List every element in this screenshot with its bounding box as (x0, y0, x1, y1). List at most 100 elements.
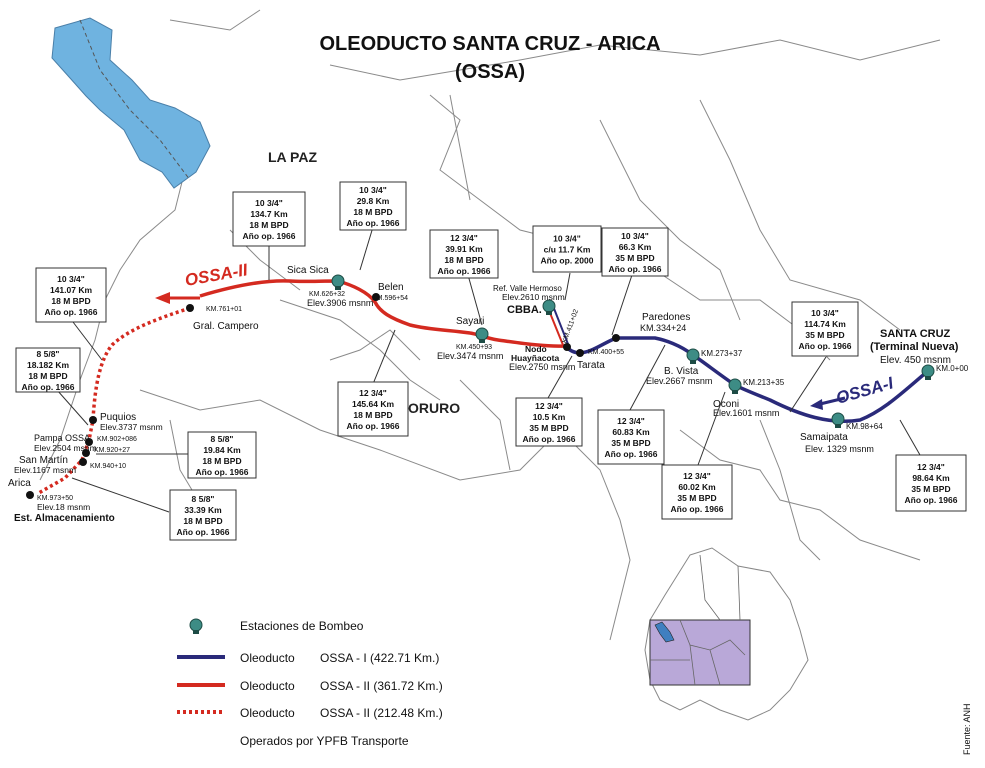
spec-box-line: Año op. 1966 (605, 449, 658, 459)
legend-line2-b: OSSA - II (361.72 Km.) (320, 679, 443, 693)
spec-box-frame (895, 454, 967, 512)
spec-box-line: 18 M BPD (444, 255, 483, 265)
leader-lines (56, 226, 921, 513)
spec-box-frame (187, 431, 257, 479)
minimap-lake (654, 621, 675, 643)
bolivia-minimap (644, 547, 809, 721)
spec-box-line: 18 M BPD (353, 207, 392, 217)
lake-border (79, 19, 191, 181)
ossa1-arrow (819, 396, 846, 406)
label-belen-km: KM.596+54 (372, 295, 408, 302)
label-huaynacota: Huayñacota (511, 353, 559, 363)
spec-box-frame (661, 464, 733, 520)
spec-box-frame (791, 301, 859, 357)
spec-box-frame (15, 347, 81, 393)
legend-line1-b: OSSA - I (422.71 Km.) (320, 651, 439, 665)
spec-box-line: 60.02 Km (678, 482, 716, 492)
label-almacen: Est. Almacenamiento (14, 513, 115, 524)
spec-box-line: 18 M BPD (28, 371, 67, 381)
label-cbba: CBBA. (507, 304, 542, 316)
spec-box-line: Año op. 1966 (438, 266, 491, 276)
station-sicasica (331, 274, 345, 290)
region-oruro: ORURO (408, 400, 460, 416)
spec-box-line: 39.91 Km (445, 244, 483, 254)
spec-box-line: 145.64 Km (352, 399, 394, 409)
spec-box-line: 12 3/4" (617, 416, 645, 426)
legend-line1-a: Oleoducto (240, 651, 295, 665)
title-line2: (OSSA) (455, 61, 525, 83)
label-santa-cruz: SANTA CRUZ (880, 328, 951, 340)
junction-dots (26, 293, 620, 499)
spec-box-line: 10 3/4" (57, 274, 85, 284)
label-pampa-elev: Elev.2504 msnm (34, 443, 97, 453)
label-nodo-elev: Elev.2750 msnm (509, 362, 575, 372)
spec-box-line: 10 3/4" (811, 308, 839, 318)
label-sanmartin-elev: Elev.1167 msnm (14, 465, 76, 475)
region-la-paz: LA PAZ (268, 149, 317, 165)
spec-box-line: 114.74 Km (804, 319, 846, 329)
label-pampa: Pampa OSSA (34, 433, 90, 443)
spec-box-line: 8 5/8" (192, 494, 215, 504)
label-tarata: Tarata (577, 360, 605, 371)
minimap-inner-borders (650, 554, 746, 686)
label-ref-km: KM.411+02 (561, 308, 580, 344)
spec-box-frame (601, 227, 669, 277)
spec-box-frame (597, 409, 665, 465)
label-samaipata: Samaipata (800, 432, 848, 443)
title-line1: OLEODUCTO SANTA CRUZ - ARICA (319, 33, 660, 55)
label-sicasica-elev: Elev.3906 msnm (307, 298, 373, 308)
spec-box-line: 12 3/4" (683, 471, 711, 481)
spec-box-frame (429, 229, 499, 279)
spec-box-line: 35 M BPD (805, 330, 844, 340)
label-terminal: (Terminal Nueva) (870, 341, 959, 353)
spec-box-line: Año op. 1966 (671, 504, 724, 514)
spec-box-line: Año op. 1966 (799, 341, 852, 351)
spec-box-frame (169, 489, 237, 541)
label-bvista-km: KM.273+37 (701, 349, 743, 358)
label-santa-cruz-elev: Elev. 450 msnm (880, 355, 951, 366)
label-oconi: Oconi (713, 399, 739, 410)
spec-box-line: 141.07 Km (50, 285, 92, 295)
lake-titicaca (51, 17, 211, 189)
label-belen: Belen (378, 282, 404, 293)
spec-box-line: c/u 11.7 Km (544, 245, 591, 255)
label-arica-km: KM.973+50 (37, 495, 73, 502)
spec-box-line: 35 M BPD (615, 253, 654, 263)
label-campero: Gral. Campero (193, 321, 259, 332)
label-puquios-km: KM.902+086 (97, 436, 137, 443)
spec-box-frame (35, 267, 107, 323)
spec-box-line: 60.83 Km (612, 427, 650, 437)
spec-box-line: 10 3/4" (621, 231, 649, 241)
label-puquios: Puquios (100, 412, 136, 423)
department-borders (39, 9, 941, 641)
label-sayari-km: KM.450+93 (456, 344, 492, 351)
spec-box-line: 8 5/8" (211, 434, 234, 444)
spec-box-line: 18.182 Km (27, 360, 69, 370)
ossa1-arrowhead (810, 399, 823, 410)
label-arica: Arica (8, 478, 31, 489)
spec-box-line: 10 3/4" (553, 234, 581, 244)
ossa2-pipeline (199, 279, 566, 348)
spec-box-line: Año op. 1966 (347, 218, 400, 228)
legend-stations: Estaciones de Bombeo (240, 619, 364, 633)
spec-box-line: 18 M BPD (353, 410, 392, 420)
label-tarata-km: KM.400+55 (588, 349, 624, 356)
ossa2-arrowhead (155, 292, 170, 304)
label-santa-cruz-km: KM.0+00 (936, 364, 969, 373)
label-arica-elev: Elev.18 msnm (37, 502, 90, 512)
legend-line3-a: Oleoducto (240, 706, 295, 720)
spec-box-line: Año op. 1966 (196, 467, 249, 477)
spec-box-frame (232, 191, 306, 247)
legend: Estaciones de Bombeo Oleoducto OSSA - I … (177, 618, 443, 748)
